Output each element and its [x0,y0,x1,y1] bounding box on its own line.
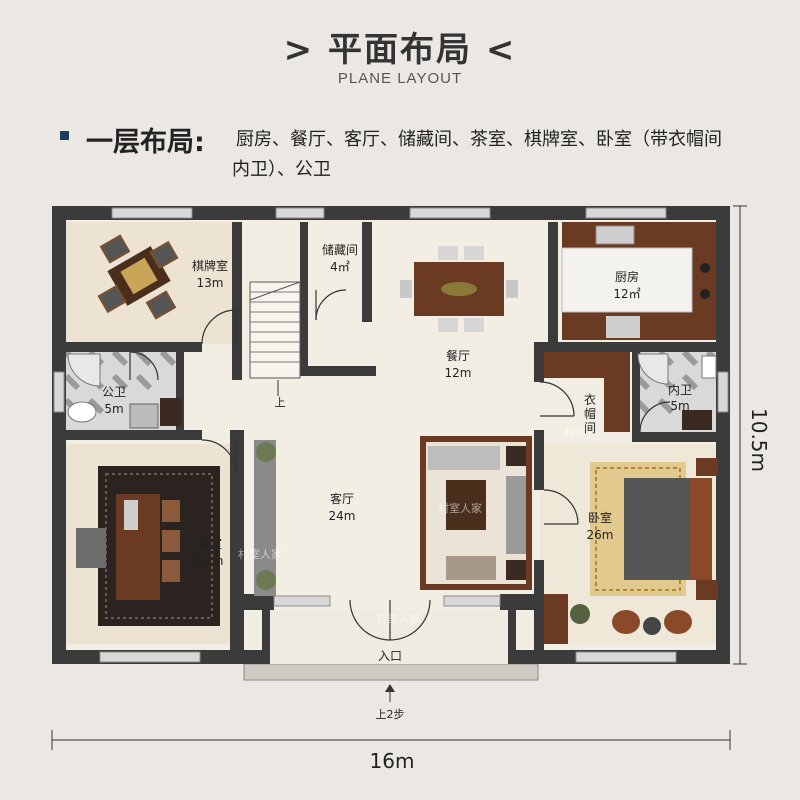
inner-bath-fixtures [637,353,717,430]
watermark-tea: 村室人家 [238,547,282,561]
steps-label: 上2步 [376,708,405,721]
tea-room-furniture [76,466,220,626]
porch-floor [262,610,510,664]
kitchen-counters [561,222,716,340]
page-title: > 平面布局 < [283,30,517,70]
width-dimension-label: 16m [370,749,415,773]
depth-dimension-label: 10.5m [747,408,771,472]
kitchen-area: 12㎡ [613,287,640,301]
dining-room-name: 餐厅 [446,348,470,363]
windows [53,207,729,663]
watermark-living: 村室人家 [438,501,482,515]
doors [129,289,671,641]
chess-room-area: 13m [197,276,224,290]
bullet-square [60,131,69,140]
entrance-step [243,663,539,681]
walls [52,206,730,664]
living-room-name: 客厅 [330,491,354,506]
summary-text: 厨房、餐厅、客厅、储藏间、茶室、棋牌室、卧室（带衣帽间 内卫）、公卫 [232,125,776,185]
storage-room-name: 储藏间 [322,242,358,257]
public-bath-area: 5m [104,402,123,416]
bedroom-name: 卧室 [588,510,612,525]
summary-line-1: 厨房、餐厅、客厅、储藏间、茶室、棋牌室、卧室（带衣帽间 [236,129,722,150]
inner-bath-name: 内卫 [668,383,692,397]
wardrobe-char-3: 间 [584,421,596,435]
public-bath-fixtures [67,353,182,429]
stairs-up-label: 上 [275,396,286,409]
dining-room-area: 12m [445,366,472,380]
entrance-arrow [385,684,395,702]
summary-line-2: 内卫）、公卫 [232,159,331,180]
watermark-entrance: 村室人家 [376,611,420,625]
staircase [249,281,301,396]
inner-bath-area: 5m [670,399,689,413]
public-bath-name: 公卫 [102,385,126,399]
wardrobe-cabinet [544,352,630,432]
tea-room-area: 22m [197,554,224,568]
living-room-furniture [254,436,532,596]
width-dimension-line [51,730,731,750]
storage-room-area: 4㎡ [330,260,350,274]
bedroom-area: 26m [587,528,614,542]
depth-dimension-line [733,205,747,665]
watermark-wardrobe: 村室 [564,425,586,439]
summary-heading: 一层布局: [86,127,205,158]
chess-table [97,234,179,320]
living-room-area: 24m [329,509,356,523]
entrance-label: 入口 [378,649,402,663]
kitchen-name: 厨房 [615,269,639,284]
chess-room-name: 棋牌室 [192,258,228,273]
page-subtitle: PLANE LAYOUT [337,70,463,87]
bedroom-furniture [544,458,718,644]
tea-room-name: 茶室 [198,536,222,551]
wardrobe-char-2: 帽 [584,406,596,421]
wardrobe-char-1: 衣 [584,392,596,407]
dining-table [400,246,518,332]
